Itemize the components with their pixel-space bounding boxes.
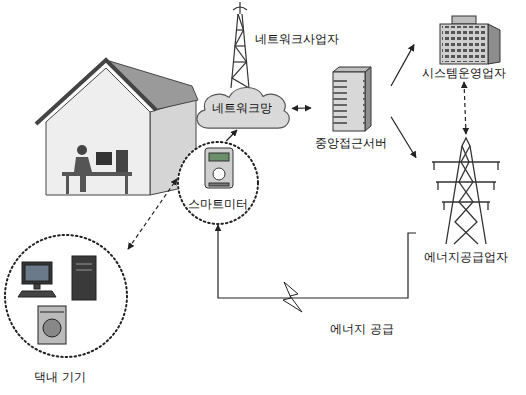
network-tower xyxy=(231,2,249,88)
connector-arrow xyxy=(128,179,177,249)
connector-arrow xyxy=(391,45,414,86)
server-icon xyxy=(333,76,365,126)
network-operator: 네트워크사업자 xyxy=(225,2,347,78)
home-devices-outline xyxy=(4,234,128,386)
home-appliances xyxy=(72,256,96,300)
power-pylon xyxy=(455,146,478,244)
smart-meter-icon xyxy=(205,148,233,188)
smart-meter-icon xyxy=(205,148,233,188)
power-pylon xyxy=(454,146,477,244)
edge-label: 에너지 공급 xyxy=(328,322,396,336)
node-label: 스마트미터 xyxy=(188,197,248,211)
office-building xyxy=(442,26,486,62)
house-illustration xyxy=(74,157,92,192)
lightning-symbol xyxy=(283,282,302,312)
meter-backdrop xyxy=(177,141,259,225)
network-tower xyxy=(235,45,245,46)
home-appliances xyxy=(18,256,96,344)
home-appliances xyxy=(76,270,92,271)
house-illustration xyxy=(62,172,132,176)
network-tower xyxy=(234,61,247,62)
node-label: 에너지공급업자 xyxy=(424,250,508,264)
office-building xyxy=(488,24,500,64)
dotted-circle xyxy=(5,235,127,357)
house-illustration xyxy=(66,176,69,194)
home-appliances xyxy=(25,265,49,281)
power-pylon xyxy=(434,162,498,210)
network-tower xyxy=(231,14,238,88)
home-appliances xyxy=(34,284,40,289)
smart-meter-icon xyxy=(209,153,229,161)
house-illustration xyxy=(116,150,128,172)
network-tower xyxy=(232,14,249,88)
connector-arrow xyxy=(218,225,416,298)
energy-supplier: 에너지공급업자 xyxy=(416,134,516,266)
house-illustration xyxy=(125,176,128,194)
home-appliances xyxy=(76,264,92,265)
home-appliances xyxy=(22,262,52,284)
network-tower xyxy=(236,29,244,30)
connector-arrow xyxy=(226,130,237,141)
connector-arrow xyxy=(292,107,311,109)
home-appliances xyxy=(18,291,56,297)
dotted-circle xyxy=(178,142,258,224)
network-tower xyxy=(242,14,249,88)
server-icon xyxy=(365,67,371,131)
network-tower xyxy=(239,2,240,14)
connectors xyxy=(128,45,466,298)
home-appliances xyxy=(40,312,64,313)
smart-meter-outline xyxy=(177,141,259,225)
house-illustration xyxy=(36,60,156,124)
lightning-symbol xyxy=(283,282,302,312)
house-illustration xyxy=(106,60,198,110)
node-label: 네트워크사업자 xyxy=(255,32,339,46)
network-cloud: 네트워크망 xyxy=(192,82,292,130)
power-pylon xyxy=(432,138,500,244)
server-icon xyxy=(333,72,365,131)
smart-meter-icon xyxy=(213,168,225,180)
power-pylon xyxy=(446,138,486,244)
system-operator: 시스템운영업자 xyxy=(414,14,514,82)
home-appliances xyxy=(38,306,66,344)
network-tower xyxy=(233,7,247,10)
cloud-shape xyxy=(197,88,289,129)
office-building xyxy=(440,24,488,64)
connector-arrow xyxy=(391,117,416,158)
home-appliances xyxy=(43,319,61,337)
central-server: 중앙접근서버 xyxy=(311,64,391,152)
office-building xyxy=(452,16,476,24)
meter-backdrop xyxy=(177,141,259,225)
node-label: 중앙접근서버 xyxy=(315,136,387,150)
server-icon xyxy=(333,67,371,131)
node-label: 네트워크망 xyxy=(212,101,272,115)
node-label: 댁내 기기 xyxy=(34,370,86,384)
house-illustration xyxy=(96,152,112,165)
house-illustration xyxy=(77,145,87,155)
house-illustration xyxy=(36,60,198,195)
smart-meter-icon xyxy=(209,183,229,186)
home-devices: 댁내 기기 xyxy=(4,234,128,386)
office-building xyxy=(440,16,500,64)
connector-arrow xyxy=(464,82,466,134)
smart-meter: 스마트미터 xyxy=(177,141,259,225)
node-label: 시스템운영업자 xyxy=(422,66,506,80)
